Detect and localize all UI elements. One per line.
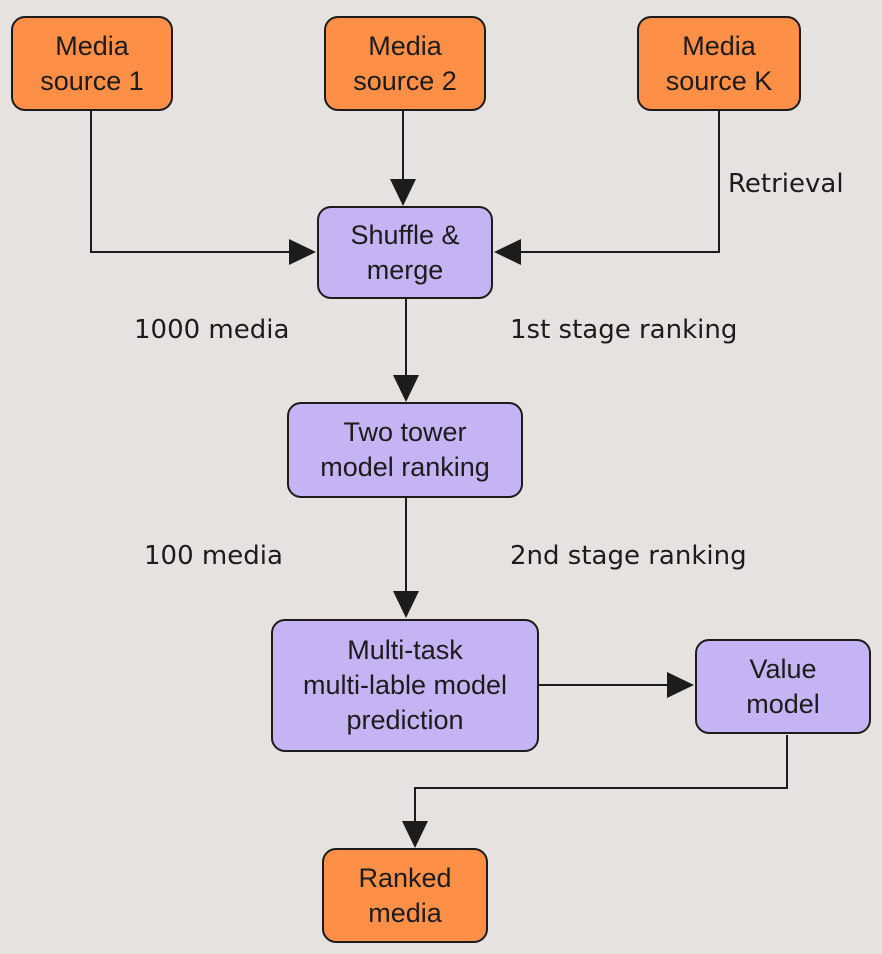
ranked-media-line1: Ranked (358, 862, 452, 893)
media-source-k-text: Media source K (666, 29, 773, 99)
media-source-2-line2: source 2 (353, 65, 457, 96)
multi-task-node: Multi-task multi-lable model prediction (271, 619, 539, 752)
arrowhead-value-to-ranked (402, 821, 428, 848)
multi-task-line1: Multi-task (347, 635, 463, 665)
media-source-k-node: Media source K (637, 16, 801, 111)
edge-sourcek-to-merge (520, 111, 720, 253)
stage-1-label: 1st stage ranking (510, 315, 738, 345)
two-tower-line2: model ranking (320, 452, 490, 482)
multi-task-line2: multi-lable model (302, 670, 508, 700)
ranked-media-node: Ranked media (322, 848, 488, 943)
media-source-2-text: Media source 2 (353, 29, 457, 99)
arrowhead-two-tower-to-multi-task (393, 591, 419, 618)
two-tower-node: Two tower model ranking (287, 402, 523, 498)
arrowhead-source1-to-merge (289, 239, 316, 265)
multi-task-line3: prediction (346, 705, 464, 735)
value-model-line2: model (746, 688, 820, 719)
stage-2-label: 2nd stage ranking (510, 541, 747, 571)
shuffle-merge-line1: Shuffle & (350, 219, 460, 250)
media-source-k-line1: Media (682, 30, 756, 61)
media-source-2-line1: Media (368, 30, 442, 61)
arrowhead-multi-task-to-value (667, 672, 694, 698)
count-100-label: 100 media (144, 541, 283, 571)
ranked-media-line2: media (368, 897, 442, 928)
edge-value-to-ranked (414, 735, 788, 822)
value-model-node: Value model (695, 639, 871, 734)
shuffle-merge-line2: merge (366, 254, 444, 285)
retrieval-label: Retrieval (728, 169, 844, 199)
edge-source1-to-merge (90, 111, 290, 253)
media-source-k-line2: source K (665, 65, 773, 96)
value-model-line1: Value (749, 653, 817, 684)
arrowhead-source2-to-merge (390, 179, 416, 206)
media-source-1-node: Media source 1 (11, 16, 173, 111)
shuffle-merge-node: Shuffle & merge (317, 206, 493, 299)
two-tower-text: Two tower model ranking (320, 415, 490, 485)
arrowhead-sourcek-to-merge (494, 239, 521, 265)
count-1000-label: 1000 media (134, 315, 290, 345)
media-source-1-text: Media source 1 (40, 29, 144, 99)
media-source-1-line2: source 1 (40, 65, 144, 96)
arrowhead-merge-to-two-tower (393, 375, 419, 402)
media-source-2-node: Media source 2 (324, 16, 486, 111)
multi-task-text: Multi-task multi-lable model prediction (303, 633, 507, 738)
shuffle-merge-text: Shuffle & merge (350, 218, 459, 288)
media-source-1-line1: Media (55, 30, 129, 61)
ranked-media-text: Ranked media (358, 861, 451, 931)
two-tower-line1: Two tower (343, 417, 467, 447)
value-model-text: Value model (746, 652, 820, 722)
